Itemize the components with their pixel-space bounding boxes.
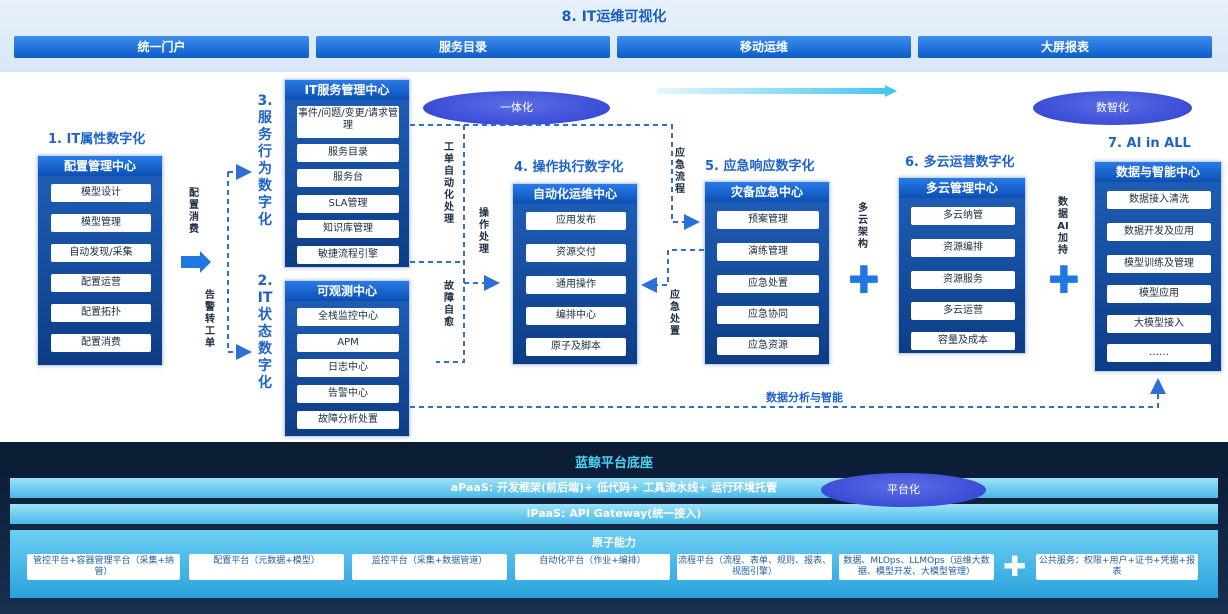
automation-item[interactable]: 原子及脚本: [526, 338, 626, 356]
atom-item[interactable]: 流程平台（流程、表单、规则、报表、视图引擎）: [677, 554, 832, 580]
automation-center-panel: 自动化运维中心 应用发布 资源交付 通用操作 编排中心 原子及脚本: [512, 183, 638, 365]
fault-self-heal-label: 故障自愈: [444, 281, 454, 328]
itsm-item[interactable]: SLA管理: [297, 195, 399, 213]
config-item[interactable]: 模型设计: [51, 184, 151, 202]
observability-center-panel: 可观测中心 全栈监控中心 APM 日志中心 告警中心 故障分析处置: [284, 280, 410, 437]
config-item[interactable]: 配置运营: [51, 274, 151, 292]
ai-item[interactable]: 模型应用: [1107, 285, 1211, 303]
multicloud-item[interactable]: 多云运营: [911, 302, 1015, 320]
atom-item[interactable]: 自动化平台（作业+编排）: [515, 554, 670, 580]
emergency-item[interactable]: 预案管理: [717, 211, 819, 229]
ai-item[interactable]: 模型训练及管理: [1107, 255, 1211, 273]
ai-item[interactable]: 数据开发及应用: [1107, 223, 1211, 241]
tab-service-catalog[interactable]: 服务目录: [316, 36, 610, 58]
atomic-title: 原子能力: [592, 536, 636, 549]
plus-icon: ✚: [1048, 258, 1080, 302]
automation-item[interactable]: 通用操作: [526, 276, 626, 294]
observability-center-title: 可观测中心: [285, 281, 409, 301]
integration-ellipse: 一体化: [423, 91, 610, 125]
ticket-auto-label: 工单自动化处理: [444, 142, 454, 225]
itsm-center-title: IT服务管理中心: [285, 80, 409, 100]
stage-7-title: 7. AI in ALL: [1108, 136, 1191, 151]
stage-3-title: 3. 服务行为数字化: [257, 93, 273, 228]
observe-item[interactable]: 故障分析处置: [297, 411, 399, 429]
itsm-item[interactable]: 服务台: [297, 169, 399, 187]
automation-item[interactable]: 应用发布: [526, 212, 626, 230]
alert-ticket-label: 告警转工单: [205, 290, 215, 349]
automation-center-title: 自动化运维中心: [513, 184, 637, 204]
itsm-item[interactable]: 服务目录: [297, 144, 399, 162]
itsm-center-panel: IT服务管理中心 事件/问题/变更/请求管理 服务目录 服务台 SLA管理 知识…: [284, 79, 410, 268]
atom-item[interactable]: 公共服务：权限+用户+证书+凭据+报表: [1036, 554, 1198, 580]
observe-item[interactable]: 全栈监控中心: [297, 308, 399, 326]
emergency-item[interactable]: 演练管理: [717, 243, 819, 261]
automation-item[interactable]: 资源交付: [526, 244, 626, 262]
data-ai-center-panel: 数据与智能中心 数据接入清洗 数据开发及应用 模型训练及管理 模型应用 大模型接…: [1094, 161, 1222, 372]
multicloud-item[interactable]: 容量及成本: [911, 332, 1015, 350]
multicloud-center-panel: 多云管理中心 多云纳管 资源编排 资源服务 多云运营 容量及成本: [898, 177, 1026, 354]
multicloud-item[interactable]: 资源编排: [911, 239, 1015, 257]
emergency-item[interactable]: 应急处置: [717, 275, 819, 293]
platform-title: 蓝鲸平台底座: [574, 456, 653, 471]
apaas-bar[interactable]: aPaaS: 开发框架(前后端)+ 低代码+ 工具流水线+ 运行环境托管: [10, 478, 1218, 498]
data-analysis-label: 数据分析与智能: [766, 391, 843, 404]
observe-item[interactable]: 日志中心: [297, 359, 399, 377]
multicloud-arch-label: 多云架构: [858, 203, 868, 250]
itsm-item[interactable]: 敏捷流程引擎: [297, 246, 399, 264]
top-flow-arrow: [657, 82, 897, 97]
multicloud-center-title: 多云管理中心: [899, 178, 1025, 198]
op-process-label: 操作处理: [479, 208, 489, 255]
itsm-item[interactable]: 事件/问题/变更/请求管理: [297, 106, 399, 138]
emergency-item[interactable]: 应急协同: [717, 306, 819, 324]
config-item[interactable]: 模型管理: [51, 214, 151, 232]
ai-item[interactable]: 大模型接入: [1107, 315, 1211, 333]
tab-portal[interactable]: 统一门户: [14, 36, 309, 58]
atom-item[interactable]: 监控平台（采集+数据管道）: [352, 554, 507, 580]
ai-item[interactable]: 数据接入清洗: [1107, 191, 1211, 209]
emergency-center-title: 灾备应急中心: [705, 182, 829, 202]
ai-item[interactable]: ……: [1107, 344, 1211, 362]
data-ai-support-label: 数据AI加持: [1057, 197, 1069, 256]
observe-item[interactable]: 告警中心: [297, 385, 399, 403]
intelligence-ellipse: 数智化: [1033, 91, 1192, 125]
tab-mobile-ops[interactable]: 移动运维: [617, 36, 911, 58]
atom-item[interactable]: 管控平台+容器管理平台（采集+纳管）: [27, 554, 180, 580]
config-item[interactable]: 配置消费: [51, 334, 151, 352]
itsm-item[interactable]: 知识库管理: [297, 220, 399, 238]
atom-item[interactable]: 配置平台（元数据+模型）: [189, 554, 344, 580]
atom-item[interactable]: 数据、MLOps、LLMOps（运维大数据、模型开发、大模型管理）: [839, 554, 994, 580]
stage-4-title: 4. 操作执行数字化: [514, 160, 624, 175]
emergency-item[interactable]: 应急资源: [717, 337, 819, 355]
emergency-process-label: 应急处置: [670, 290, 680, 337]
data-ai-center-title: 数据与智能中心: [1095, 162, 1221, 182]
emergency-flow-label: 应急流程: [675, 148, 685, 195]
stage-1-title: 1. IT属性数字化: [48, 132, 146, 147]
config-center-panel: 配置管理中心 模型设计 模型管理 自动发现/采集 配置运营 配置拓扑 配置消费: [37, 155, 163, 366]
emergency-center-panel: 灾备应急中心 预案管理 演练管理 应急处置 应急协同 应急资源: [704, 181, 830, 365]
platformization-ellipse: 平台化: [821, 473, 986, 507]
config-center-title: 配置管理中心: [38, 156, 162, 176]
config-item[interactable]: 配置拓扑: [51, 304, 151, 322]
config-consume-label: 配置消费: [189, 188, 199, 235]
ipaas-bar[interactable]: iPaaS: API Gateway(统一接入): [10, 504, 1218, 524]
config-item[interactable]: 自动发现/采集: [51, 244, 151, 262]
stage-2-title: 2. IT状态数字化: [257, 273, 273, 391]
multicloud-item[interactable]: 资源服务: [911, 271, 1015, 289]
plus-icon: ✚: [1003, 550, 1027, 583]
stage-5-title: 5. 应急响应数字化: [705, 159, 815, 174]
tab-big-screen[interactable]: 大屏报表: [918, 36, 1212, 58]
stage-6-title: 6. 多云运营数字化: [905, 155, 1015, 170]
plus-icon: ✚: [848, 258, 880, 302]
multicloud-item[interactable]: 多云纳管: [911, 207, 1015, 225]
automation-item[interactable]: 编排中心: [526, 307, 626, 325]
observe-item[interactable]: APM: [297, 334, 399, 352]
visualization-title: 8. IT运维可视化: [561, 9, 667, 25]
